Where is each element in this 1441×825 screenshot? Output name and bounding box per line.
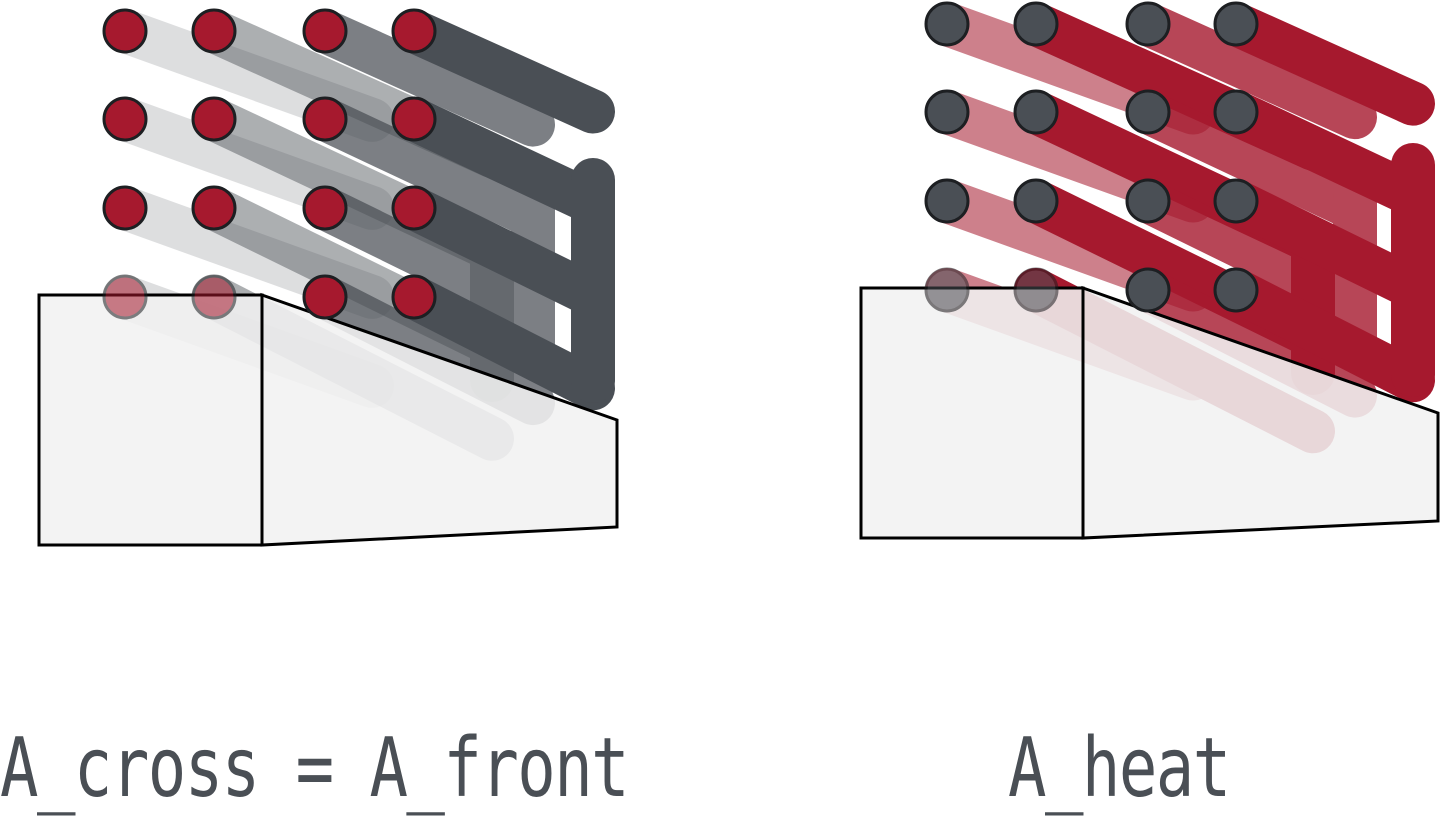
tube-cross-section-r1-c1 xyxy=(924,1,970,47)
tube-run xyxy=(1126,2,1377,140)
tube-cross-section-r3-c4 xyxy=(1213,178,1259,224)
tube-cross-section-r4-c2 xyxy=(191,274,237,320)
panel-cross-sectional-area xyxy=(37,8,619,547)
block-side-face xyxy=(1081,285,1440,540)
tube-cross-section-r3-c1 xyxy=(924,178,970,224)
tube-cross-section-r3-c2 xyxy=(1013,178,1059,224)
tube-cross-section-r1-c2 xyxy=(191,8,237,54)
tube-run xyxy=(1126,90,1377,232)
block-front-face xyxy=(859,286,1085,540)
tube-cross-section-r3-c3 xyxy=(302,185,348,231)
tube-cross-section-r3-c1 xyxy=(102,185,148,231)
caption-heat-area: A_heat xyxy=(1008,721,1231,816)
tube-cross-section-r4-c4 xyxy=(1213,267,1259,313)
tube-cross-section-r4-c3 xyxy=(1125,267,1171,313)
tube-cross-section-r4-c1 xyxy=(924,267,970,313)
tube-cross-section-r1-c2 xyxy=(1013,1,1059,47)
tube-run xyxy=(1126,179,1377,325)
tube-cross-section-r2-c1 xyxy=(924,89,970,135)
tube-cross-section-r3-c4 xyxy=(391,185,437,231)
tube-cross-section-r4-c1 xyxy=(102,274,148,320)
block-front-face xyxy=(37,293,264,547)
tube-cross-section-r1-c4 xyxy=(1213,1,1259,47)
tube-run xyxy=(392,9,615,134)
caption-cross-front-area: A_cross = A_front xyxy=(0,721,630,816)
tube-run xyxy=(303,186,555,332)
tube-cross-section-r2-c2 xyxy=(1013,89,1059,135)
tube-run xyxy=(1214,2,1435,126)
tube-column-4 xyxy=(392,9,615,411)
tube-run xyxy=(392,275,615,411)
block-side-face xyxy=(260,292,619,547)
base-block xyxy=(859,285,1440,540)
tube-cross-section-r1-c1 xyxy=(102,8,148,54)
tube-run xyxy=(1214,90,1435,218)
tube-cross-section-r1-c4 xyxy=(391,8,437,54)
tube-cross-section-r2-c4 xyxy=(391,96,437,142)
tube-cross-section-r1-c3 xyxy=(1125,1,1171,47)
tube-run xyxy=(392,97,615,226)
tube-column-4 xyxy=(1214,2,1435,403)
tube-cross-section-r3-c3 xyxy=(1125,178,1171,224)
tube-cross-section-r4-c3 xyxy=(302,274,348,320)
tube-run xyxy=(303,97,555,239)
tube-cross-section-r2-c3 xyxy=(1125,89,1171,135)
tube-cross-section-r2-c4 xyxy=(1213,89,1259,135)
tube-cross-section-r3-c2 xyxy=(191,185,237,231)
tube-cross-section-r2-c1 xyxy=(102,96,148,142)
tube-cross-section-r1-c3 xyxy=(302,8,348,54)
tube-run xyxy=(1214,268,1435,403)
tube-run xyxy=(392,186,615,318)
tube-cross-section-r2-c2 xyxy=(191,96,237,142)
panel-heat-transfer-area xyxy=(859,1,1440,540)
tube-cross-section-r4-c4 xyxy=(391,274,437,320)
tube-run xyxy=(1214,179,1435,310)
tube-cross-section-r2-c3 xyxy=(302,96,348,142)
base-block xyxy=(37,292,619,547)
tube-cross-section-r4-c2 xyxy=(1013,267,1059,313)
tube-run xyxy=(303,9,555,147)
